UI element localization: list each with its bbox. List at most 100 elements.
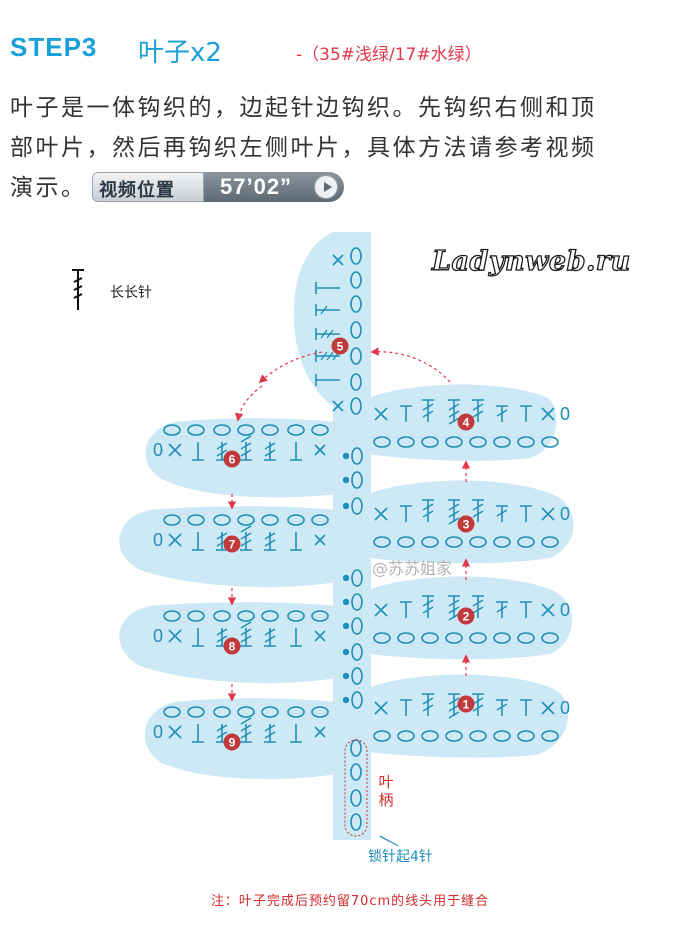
chain-stitch	[350, 321, 362, 339]
play-icon[interactable]	[314, 175, 338, 199]
chain-stitch	[237, 424, 255, 436]
chain-stitch	[350, 295, 362, 313]
chain-stitch	[350, 347, 362, 365]
chain-stitch	[493, 730, 511, 742]
tall-stitch	[448, 595, 460, 618]
description-line-1: 叶子是一体钩织的，边起针边钩织。先钩织右侧和顶	[10, 95, 597, 121]
chain-stitch	[493, 632, 511, 644]
stitch-bar	[422, 599, 434, 607]
chain-stitch	[261, 706, 279, 718]
chain-stitch	[445, 436, 463, 448]
stitch-bar	[496, 509, 508, 517]
step-marker-circle	[223, 637, 241, 655]
single-crochet	[314, 726, 326, 738]
step-marker-label: 9	[229, 736, 236, 750]
stitch-bar	[240, 628, 252, 636]
chain-stitch	[261, 610, 279, 622]
stitch-bar	[240, 724, 252, 732]
arrow-to-6	[234, 385, 263, 422]
chain-stitch	[351, 643, 363, 661]
chain-stitch	[469, 436, 487, 448]
chain-stitch	[373, 632, 391, 644]
chain-stitch	[287, 610, 305, 622]
video-position-button[interactable]: 视频位置 57’02”	[92, 172, 344, 202]
chain-stitch	[237, 610, 255, 622]
start-chain-symbol: 0	[560, 404, 570, 424]
slip-stitch	[342, 452, 350, 460]
chain-stitch	[287, 706, 305, 718]
chain-stitch	[350, 813, 362, 831]
chain-stitch	[213, 514, 231, 526]
stitch-bar	[448, 417, 460, 425]
stitch-bar	[448, 403, 460, 411]
step-marker-circle	[457, 413, 475, 431]
stitch-bar	[448, 599, 460, 607]
single-crochet	[541, 507, 555, 521]
stitch-bar	[240, 635, 252, 643]
slip-stitch	[342, 672, 350, 680]
chain-stitch	[351, 667, 363, 685]
chain-start-label: 锁针起4针	[368, 849, 433, 865]
stitch-bar	[216, 449, 228, 457]
stitch-bar	[496, 409, 508, 417]
chain-stitch	[541, 436, 559, 448]
start-chain-symbol: 0	[560, 600, 570, 620]
slip-stitch	[342, 502, 350, 510]
stitch-bar	[422, 697, 434, 705]
description: 叶子是一体钩织的，边起针边钩织。先钩织右侧和顶 部叶片，然后再钩织左侧叶片，具体…	[10, 88, 700, 208]
stitch-bar	[448, 510, 460, 518]
tall-stitch	[422, 595, 434, 618]
stitch-bar	[216, 442, 228, 450]
tall-stitch	[496, 405, 508, 422]
stitch-bar	[240, 449, 252, 457]
tall-stitch	[315, 328, 340, 340]
chain-stitch	[287, 514, 305, 526]
petiole-label: 叶柄	[378, 773, 394, 809]
chain-stitch	[350, 271, 362, 289]
tall-stitch	[472, 595, 484, 618]
slip-stitch	[342, 622, 350, 630]
tall-stitch	[400, 601, 412, 618]
chain-stitch	[397, 632, 415, 644]
chain-stitch	[350, 373, 362, 391]
legend-label: 长长针	[110, 285, 152, 301]
tall-stitch	[448, 693, 460, 716]
start-chain-symbol: 0	[153, 440, 163, 460]
single-crochet	[541, 603, 555, 617]
stitch-bar	[472, 599, 484, 607]
chain-stitch	[187, 514, 205, 526]
chain-stitch	[187, 610, 205, 622]
stitch-bar	[496, 703, 508, 711]
slip-stitch	[342, 476, 350, 484]
tall-stitch	[192, 532, 204, 551]
tall-stitch	[240, 442, 252, 461]
stitch-bar	[472, 606, 484, 614]
step-marker-label: 8	[229, 640, 236, 654]
chain-stitch	[397, 436, 415, 448]
step-marker-circle	[331, 337, 349, 355]
stitch-bar	[448, 613, 460, 621]
tall-stitch	[496, 601, 508, 618]
chain-stitch	[350, 397, 362, 415]
chain-stitch	[187, 424, 205, 436]
step-marker-circle	[457, 695, 475, 713]
chain-stitch	[469, 536, 487, 548]
stitch-bar	[422, 704, 434, 712]
tall-stitch	[240, 628, 252, 647]
chain-stitch	[493, 436, 511, 448]
stitch-bar	[448, 606, 460, 614]
chain-stitch	[287, 424, 305, 436]
chain-stitch	[187, 706, 205, 718]
single-crochet	[374, 603, 388, 617]
legend-symbol-icon	[72, 269, 84, 310]
chain-stitch	[421, 536, 439, 548]
tall-stitch	[240, 532, 252, 551]
single-crochet	[332, 400, 344, 412]
tall-stitch	[400, 699, 412, 716]
tall-stitch	[422, 693, 434, 716]
tall-stitch	[290, 532, 302, 551]
chain-stitch	[213, 706, 231, 718]
single-crochet	[168, 629, 182, 643]
tall-stitch	[448, 499, 460, 522]
